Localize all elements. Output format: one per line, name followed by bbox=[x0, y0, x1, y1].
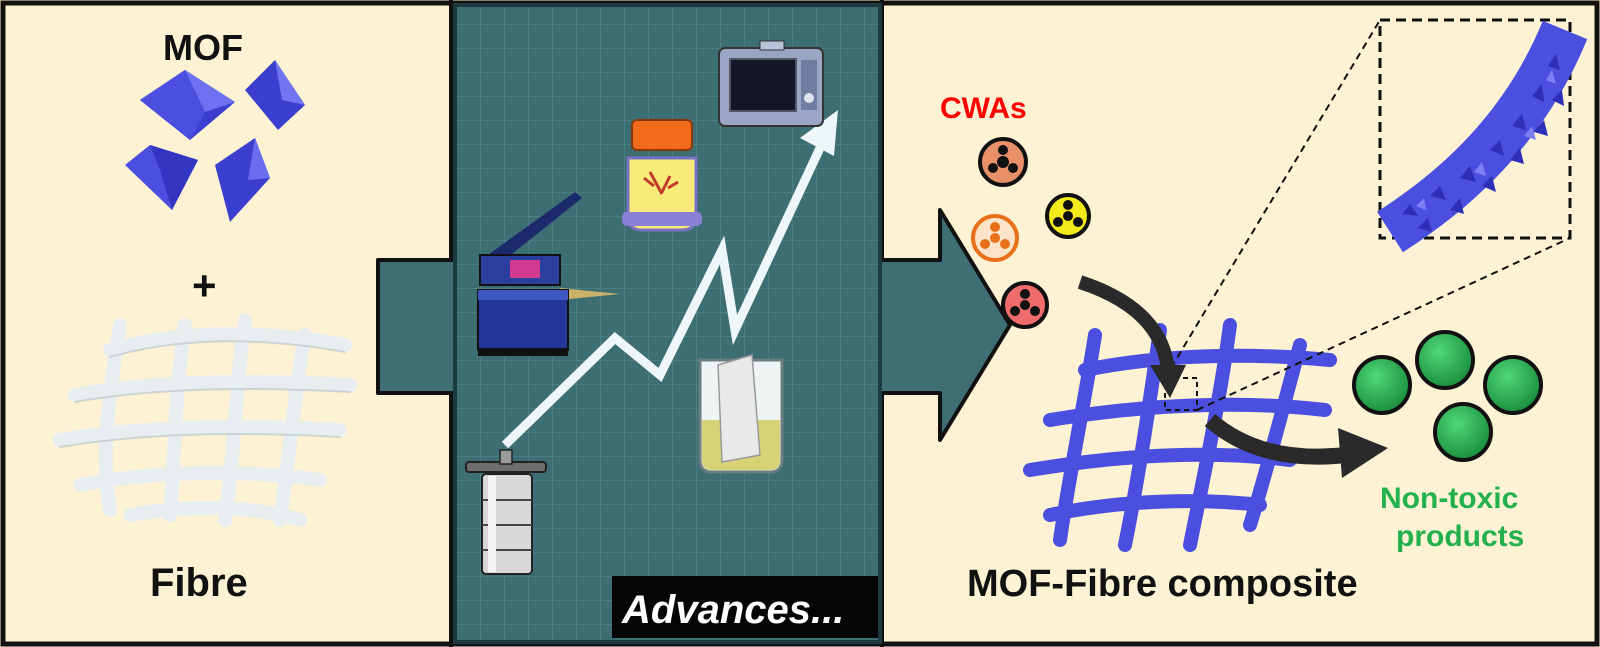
heat-press-icon bbox=[477, 192, 620, 356]
products-label-line1: Non-toxic bbox=[1380, 482, 1518, 515]
product-spheres-icon bbox=[1352, 330, 1543, 462]
advances-caption: Advances... bbox=[621, 588, 844, 632]
zoom-inset bbox=[1377, 18, 1588, 253]
mof-crystal-icon bbox=[125, 60, 305, 222]
callout-line-top bbox=[1164, 19, 1381, 379]
composite-label: MOF-Fibre composite bbox=[967, 563, 1358, 605]
zoom-marker bbox=[1164, 377, 1198, 411]
mof-fibre-mesh-icon bbox=[1023, 318, 1337, 552]
products-label-line2: products bbox=[1396, 520, 1524, 553]
autoclave-icon bbox=[465, 449, 547, 575]
reaction-arrow-icon bbox=[1077, 275, 1388, 478]
mof-label: MOF bbox=[163, 27, 243, 68]
reaction-jar-icon bbox=[622, 119, 702, 232]
cwas-label: CWAs bbox=[940, 92, 1027, 125]
callout-line-bottom bbox=[1196, 237, 1571, 411]
hazard-symbol-icon bbox=[971, 137, 1091, 329]
fibre-label: Fibre bbox=[150, 561, 248, 605]
plus-label: + bbox=[192, 262, 217, 309]
fibre-mesh-outline bbox=[59, 340, 351, 448]
microwave-icon bbox=[718, 40, 824, 127]
growth-arrow-icon bbox=[501, 110, 838, 449]
fibre-mesh-icon bbox=[53, 313, 357, 527]
beaker-icon bbox=[698, 354, 784, 474]
advances-caption-bg bbox=[612, 576, 878, 638]
